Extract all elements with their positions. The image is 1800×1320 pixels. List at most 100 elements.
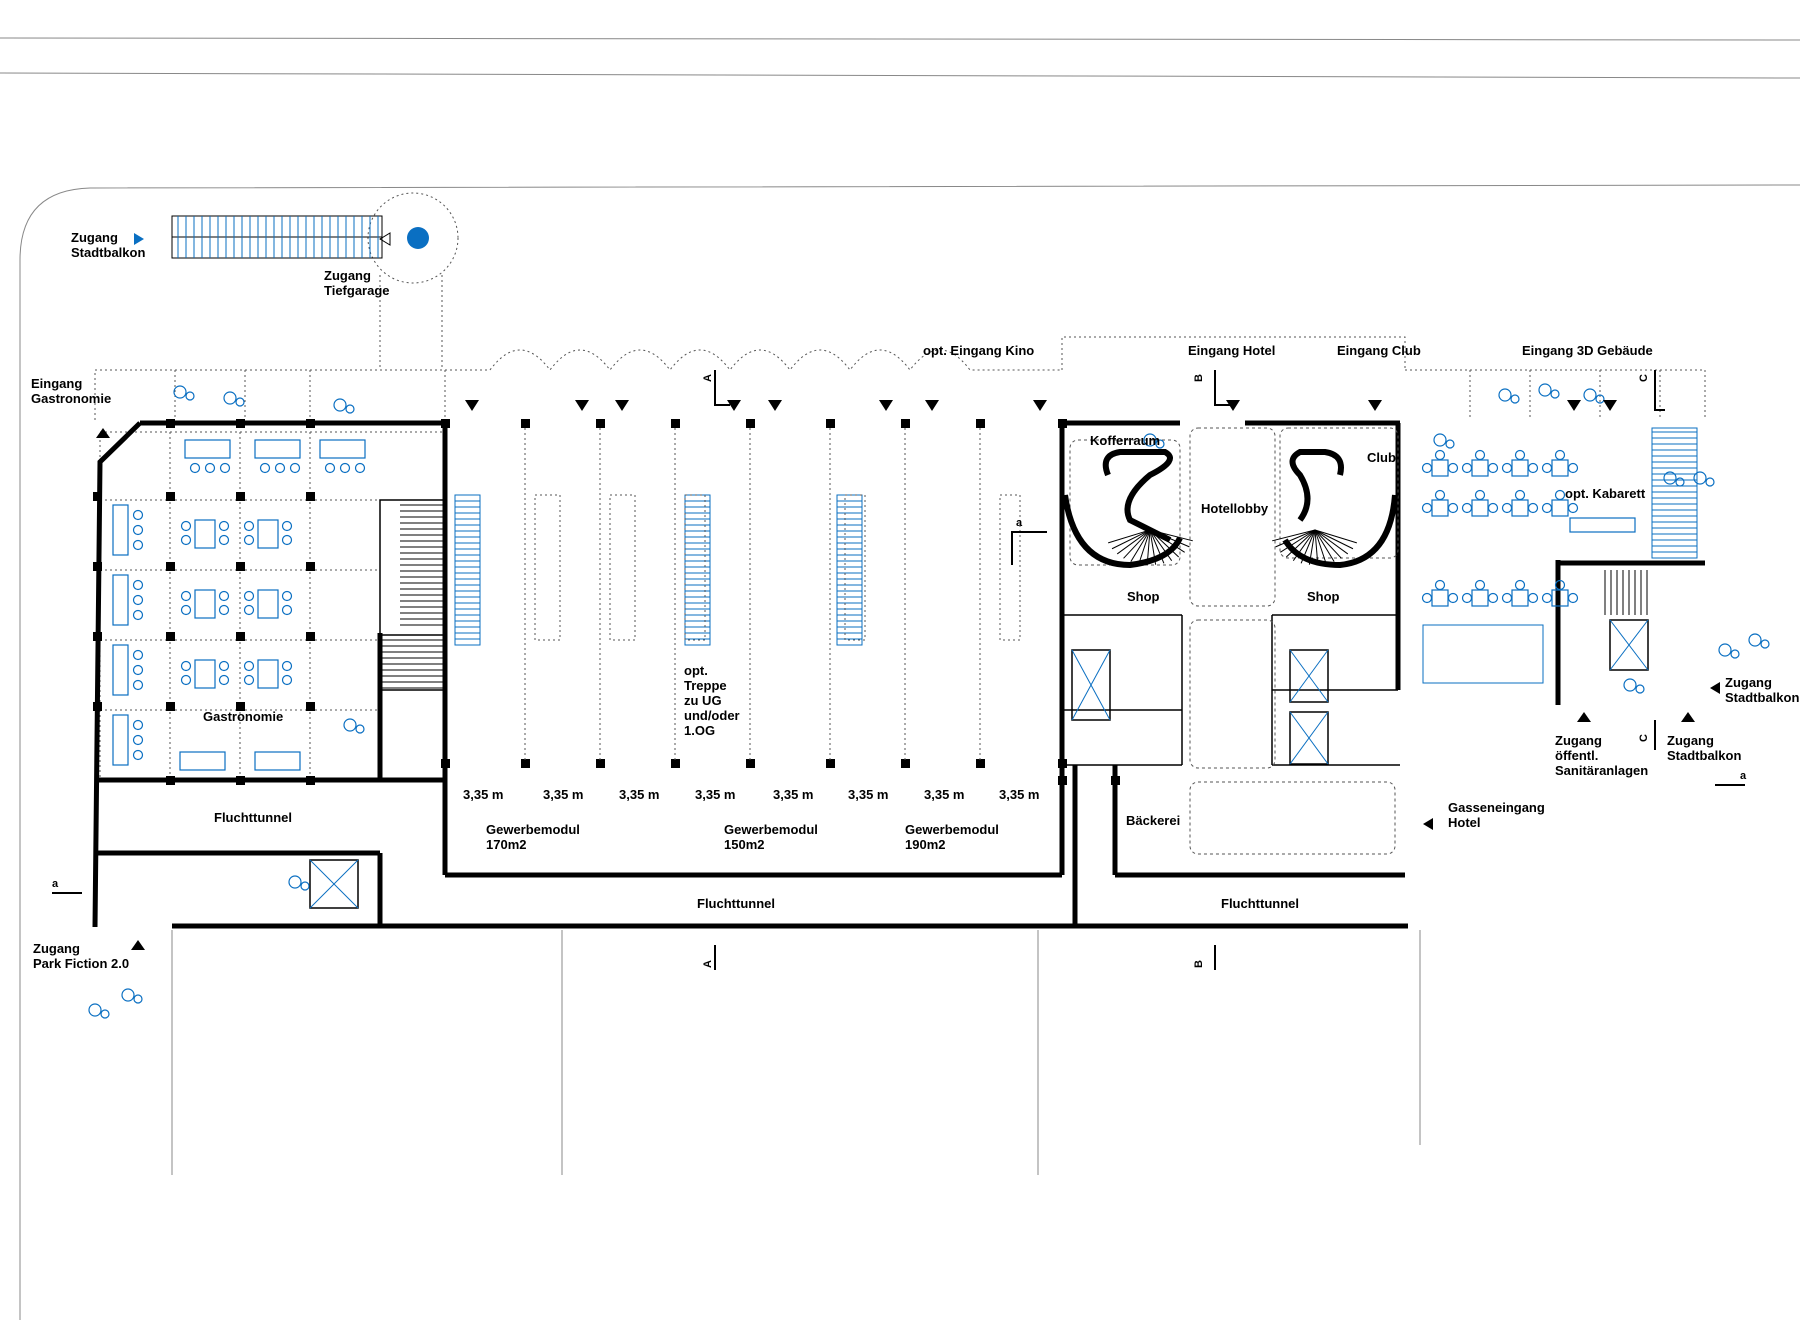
- elevator-marker: [407, 227, 429, 249]
- person: [1705, 477, 1715, 487]
- column: [236, 562, 245, 571]
- section-mark-C-top: C: [1637, 374, 1650, 382]
- entry-arrow: [131, 940, 145, 950]
- chair: [204, 462, 216, 474]
- room-club: Club: [1367, 450, 1396, 465]
- table: [1551, 459, 1569, 477]
- stair-tread: [1300, 529, 1316, 564]
- table: [319, 439, 366, 459]
- chair: [1434, 579, 1446, 591]
- table: [184, 439, 231, 459]
- chair: [1434, 489, 1446, 501]
- dimension-7: 3,35 m: [924, 787, 965, 802]
- stair-tread: [1149, 529, 1193, 542]
- stair-tread: [1308, 529, 1316, 565]
- chair: [132, 594, 144, 606]
- person: [1663, 471, 1677, 485]
- chair: [180, 590, 192, 602]
- exterior-stair-treads: [177, 216, 379, 258]
- chair: [243, 590, 255, 602]
- chair: [281, 590, 293, 602]
- chair: [180, 674, 192, 686]
- column: [826, 419, 835, 428]
- chair: [132, 509, 144, 521]
- column: [236, 702, 245, 711]
- table: [112, 644, 129, 696]
- chair: [243, 534, 255, 546]
- stair-tread: [1280, 529, 1316, 553]
- table: [1551, 499, 1569, 517]
- entry-arrow: [1567, 400, 1581, 411]
- room-gastronomie: Gastronomie: [203, 709, 284, 724]
- entry-arrow: [768, 400, 782, 411]
- table: [1471, 459, 1489, 477]
- label-eingang-hotel: Eingang Hotel: [1188, 343, 1276, 358]
- column: [976, 759, 985, 768]
- table: [257, 589, 279, 619]
- person: [1143, 433, 1157, 447]
- label-zugang-tiefgarage: Zugang Tiefgarage: [324, 268, 390, 298]
- chair: [1541, 502, 1553, 514]
- person: [1675, 477, 1685, 487]
- chair: [1527, 592, 1539, 604]
- stair-tread: [1314, 529, 1349, 555]
- chair: [132, 539, 144, 551]
- chair: [1501, 592, 1513, 604]
- room-baeckerei: Bäckerei: [1126, 813, 1181, 828]
- chair: [180, 604, 192, 616]
- stair-tread: [1314, 529, 1319, 565]
- room-gewerbemodul-170: Gewerbemodul 170m2: [486, 822, 580, 852]
- thin-walls: [309, 499, 1649, 909]
- stair-tread: [1149, 529, 1165, 564]
- column: [306, 562, 315, 571]
- entry-arrow: [134, 233, 144, 245]
- label-eingang-3d: Eingang 3D Gebäude: [1522, 343, 1653, 358]
- chair: [132, 609, 144, 621]
- chair: [132, 719, 144, 731]
- chair: [281, 534, 293, 546]
- chair: [1554, 579, 1566, 591]
- entry-arrow: [1603, 400, 1617, 411]
- elevator-cross: [1289, 711, 1329, 765]
- label-zugang-sanitaer: Zugang öffentl. Sanitäranlagen: [1555, 733, 1649, 778]
- table: [1511, 459, 1529, 477]
- person: [1748, 633, 1762, 647]
- chair: [218, 534, 230, 546]
- column: [521, 759, 530, 768]
- column: [901, 759, 910, 768]
- column: [166, 562, 175, 571]
- column: [93, 562, 102, 571]
- chair: [1487, 462, 1499, 474]
- elevator-cross: [1609, 619, 1649, 671]
- chair: [1421, 462, 1433, 474]
- chair: [243, 674, 255, 686]
- table: [112, 574, 129, 626]
- column: [306, 492, 315, 501]
- column: [976, 419, 985, 428]
- entry-arrow: [1033, 400, 1047, 411]
- gastronomy-corner: [99, 422, 141, 461]
- person: [133, 994, 143, 1004]
- chair: [180, 660, 192, 672]
- person: [1445, 439, 1455, 449]
- column: [93, 702, 102, 711]
- stair-hatch: [1651, 427, 1698, 559]
- dimension-2: 3,35 m: [543, 787, 584, 802]
- column: [236, 492, 245, 501]
- chair: [1447, 462, 1459, 474]
- label-eingang-club: Eingang Club: [1337, 343, 1421, 358]
- chair: [132, 734, 144, 746]
- person: [1510, 394, 1520, 404]
- chair: [180, 520, 192, 532]
- stair-tread: [1130, 529, 1151, 562]
- person: [1718, 643, 1732, 657]
- room-fluchttunnel-left: Fluchttunnel: [214, 810, 292, 825]
- chair: [1501, 502, 1513, 514]
- stair-tread: [1314, 529, 1357, 544]
- chair: [243, 520, 255, 532]
- person: [235, 397, 245, 407]
- stair-tread: [1149, 529, 1185, 553]
- chair: [1567, 502, 1579, 514]
- person: [1730, 649, 1740, 659]
